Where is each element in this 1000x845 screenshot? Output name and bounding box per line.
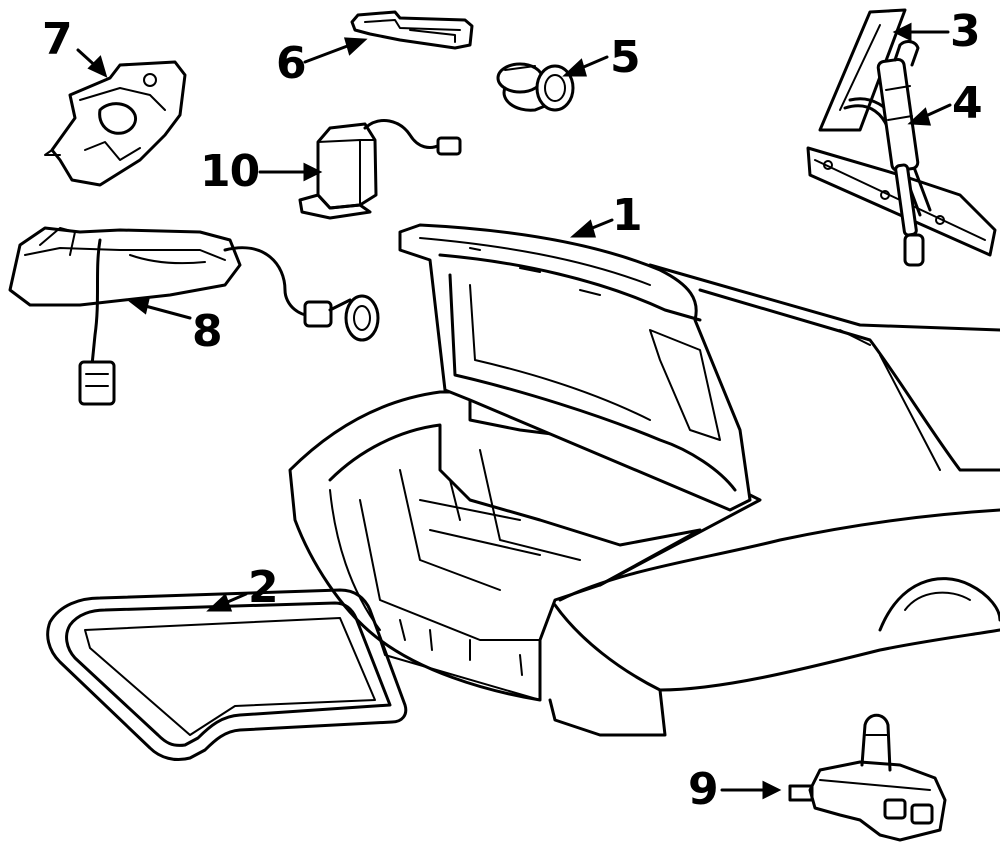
callout-6: 6 xyxy=(276,38,307,89)
part-10-relay-module[interactable] xyxy=(298,119,462,220)
part-4-lift-strut[interactable] xyxy=(876,40,925,267)
callout-4: 4 xyxy=(952,78,983,129)
callout-1: 1 xyxy=(612,190,643,241)
part-6-bracket[interactable] xyxy=(350,10,474,50)
part-9-lock-switch[interactable] xyxy=(788,713,947,842)
callout-9: 9 xyxy=(688,764,719,815)
callout-5: 5 xyxy=(610,32,641,83)
callout-3: 3 xyxy=(950,6,981,57)
callout-2: 2 xyxy=(248,562,279,613)
callout-8: 8 xyxy=(192,306,223,357)
part-5-bulb-socket[interactable] xyxy=(496,62,575,112)
part-7-latch[interactable] xyxy=(44,60,187,187)
callout-7: 7 xyxy=(42,14,73,65)
callout-arrows xyxy=(76,22,952,800)
callout-10: 10 xyxy=(200,146,260,197)
part-8-harness[interactable] xyxy=(8,226,380,406)
part-1-trunk-lid-and-body[interactable] xyxy=(288,223,1000,737)
part-2-trunk-seal[interactable] xyxy=(46,588,408,762)
